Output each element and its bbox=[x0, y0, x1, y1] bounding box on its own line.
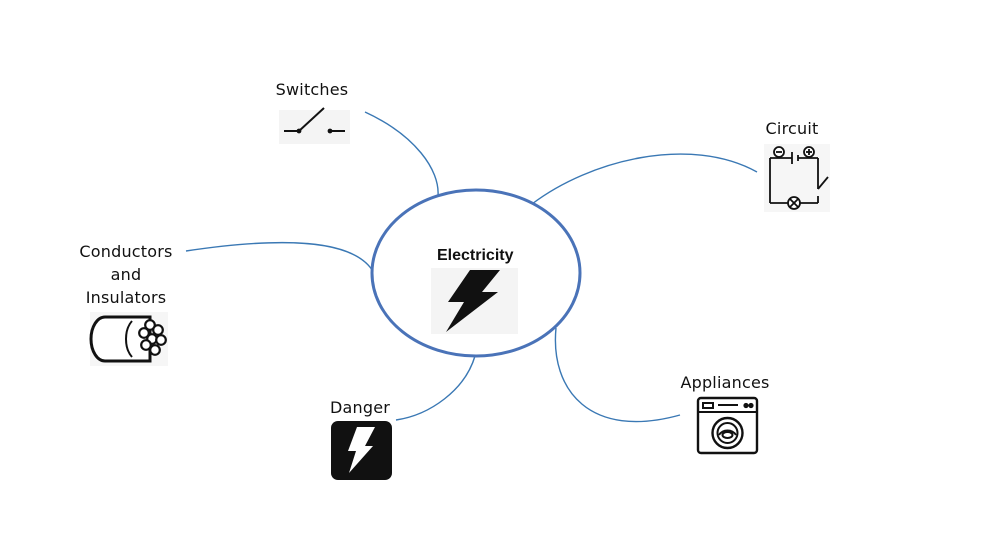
connector-conductors bbox=[185, 241, 375, 274]
connector-circuit bbox=[531, 153, 758, 205]
circuit-diagram-icon bbox=[764, 144, 830, 212]
washing-machine-icon bbox=[696, 396, 759, 455]
appliances-label: Appliances bbox=[680, 373, 770, 392]
danger-high-voltage-icon bbox=[331, 421, 392, 480]
connector-appliances bbox=[554, 327, 681, 423]
circuit-label: Circuit bbox=[765, 119, 819, 138]
connector-danger bbox=[395, 355, 476, 421]
switch-symbol-icon bbox=[279, 107, 350, 144]
lightning-bolt-icon bbox=[431, 268, 518, 334]
center-title: Electricity bbox=[437, 247, 514, 264]
switches-label: Switches bbox=[275, 80, 349, 99]
conductors-label-line2: and bbox=[110, 265, 142, 284]
conductors-label-line1: Conductors bbox=[79, 242, 173, 261]
danger-label: Danger bbox=[329, 398, 391, 417]
cable-icon bbox=[89, 312, 168, 366]
connector-switches bbox=[364, 111, 439, 197]
conductors-label-line3: Insulators bbox=[85, 288, 167, 307]
